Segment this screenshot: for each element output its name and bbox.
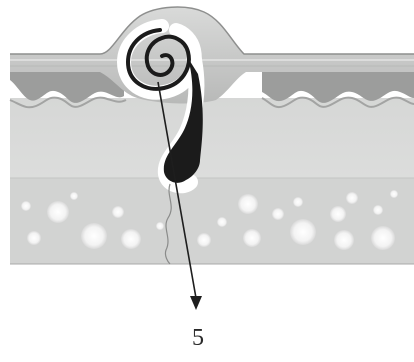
dermis-layer (10, 98, 414, 178)
label-5: 5 (186, 324, 210, 352)
subcutaneous-layer (10, 178, 414, 264)
